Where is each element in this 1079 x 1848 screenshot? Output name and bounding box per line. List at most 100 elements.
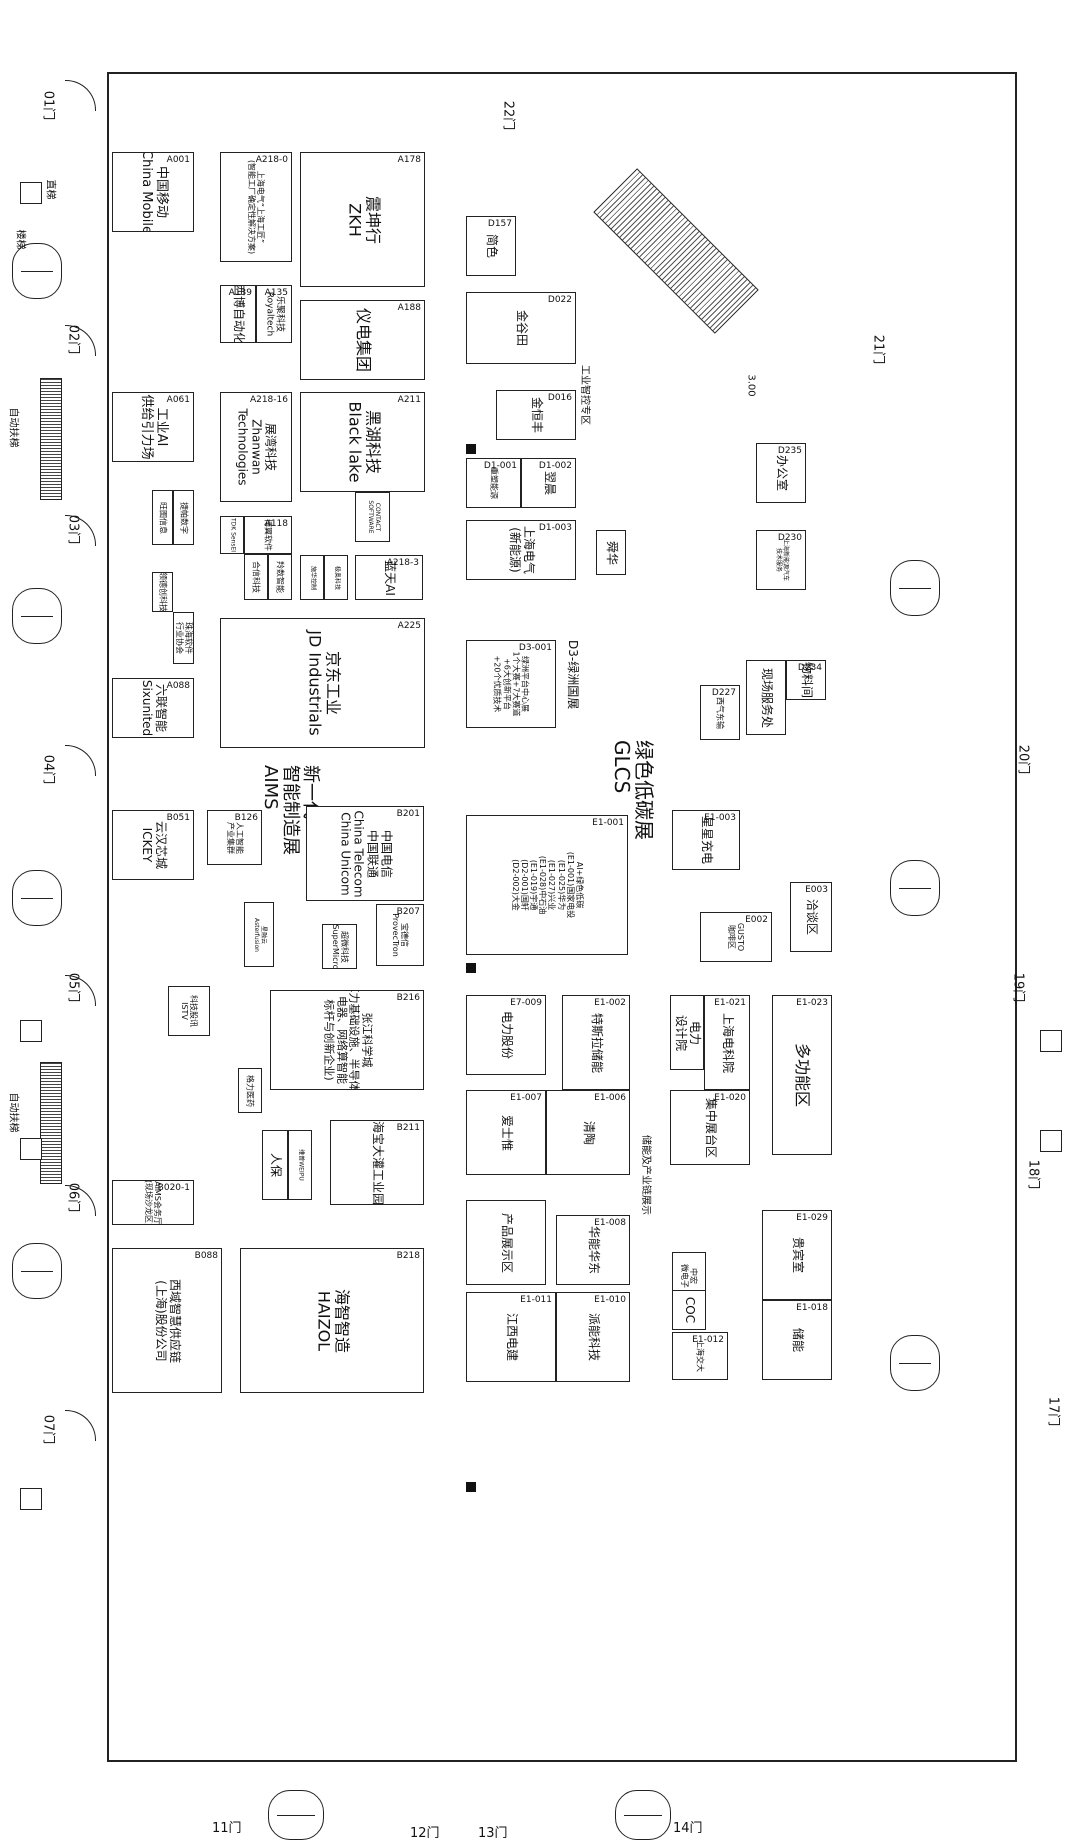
booth-d157[interactable]: D157 简色 bbox=[466, 216, 516, 276]
lift bbox=[20, 1020, 42, 1042]
booth-b218[interactable]: B218 海智智造 HAIZOL bbox=[240, 1248, 424, 1393]
gate-11[interactable]: 11门 bbox=[212, 1821, 242, 1836]
booth-a070[interactable]: 领德创科技 bbox=[152, 572, 173, 612]
booth-a188[interactable]: A188 仪电集团 bbox=[300, 300, 425, 380]
booth-b201[interactable]: B201 中国电信 中国联通 China Telecom China Unico… bbox=[306, 806, 424, 901]
booth-e1-013[interactable]: COC bbox=[672, 1290, 706, 1330]
booth-b158[interactable]: 超微科技 SuperMicro bbox=[322, 924, 357, 969]
booth-e1-008[interactable]: E1-008 华能华东 bbox=[556, 1215, 630, 1285]
booth-a225[interactable]: A225 京东工业 JD Industrials bbox=[220, 618, 425, 748]
booth-d016[interactable]: D016 金恒丰 bbox=[496, 390, 576, 440]
booth-a218-11[interactable]: 极奥科技 bbox=[324, 555, 348, 600]
booth-a115[interactable]: TDK SensEI bbox=[220, 516, 244, 554]
booth-a065[interactable]: 捷帕数字 bbox=[173, 490, 194, 545]
booth-e002[interactable]: E002 GUSTO 咖啡区 bbox=[700, 912, 772, 962]
booth-a001[interactable]: A001 中国移动 China Mobile bbox=[112, 152, 194, 232]
booth-b088[interactable]: B088 西域智慧供应链 (上海)股份公司 bbox=[112, 1248, 222, 1393]
stairs bbox=[890, 1335, 940, 1391]
booth-a120[interactable]: 羚数智能 bbox=[268, 554, 292, 600]
booth-e1-003[interactable]: E1-003 星星充电 bbox=[672, 810, 740, 870]
booth-b126[interactable]: B126 人工智能 产业集群 bbox=[207, 810, 262, 865]
booth-a119[interactable]: 合信科技 bbox=[244, 554, 268, 600]
booth-e1-023[interactable]: E1-023 多功能区 bbox=[772, 995, 832, 1155]
booth-d230[interactable]: D230 上海新能源汽车 技术服务 bbox=[756, 530, 806, 590]
booth-b066[interactable]: 格力医药 bbox=[238, 1068, 262, 1113]
lift bbox=[20, 1488, 42, 1510]
booth-b098[interactable]: 科技股讯 ISTV bbox=[168, 986, 210, 1036]
booth-e1-029[interactable]: E1-029 贵宾室 bbox=[762, 1210, 832, 1300]
booth-d1-005[interactable]: 舜华 bbox=[596, 530, 626, 575]
booth-e1-006[interactable]: E1-006 清陶 bbox=[546, 1090, 630, 1175]
booth-b139[interactable]: 人保 bbox=[262, 1130, 288, 1200]
door-02 bbox=[65, 325, 96, 356]
gate-12[interactable]: 12门 bbox=[410, 1826, 440, 1841]
booth-a218-2[interactable]: CONTACT SOFTWARE bbox=[355, 492, 390, 542]
booth-a118[interactable]: A118 博翼软件 bbox=[244, 516, 292, 554]
gate-19[interactable]: 19门 bbox=[1010, 972, 1026, 1003]
gate-20[interactable]: 20门 bbox=[1015, 744, 1031, 775]
booth-e1-010[interactable]: E1-010 派能科技 bbox=[556, 1292, 630, 1382]
booth-e1-018[interactable]: E1-018 储能 bbox=[762, 1300, 832, 1380]
booth-b216[interactable]: B216 张江科学城 (AI算力基础设施、半导体材料 电器、网络算智能 标杆与创… bbox=[270, 990, 424, 1090]
booth-a178[interactable]: A178 震坤行 ZKH bbox=[300, 152, 425, 287]
booth-b211[interactable]: B211 海宝大灌工业园 bbox=[330, 1120, 424, 1205]
lift bbox=[20, 182, 42, 204]
booth-d3-001[interactable]: D3-001 绿洲平台中心展 1个大赛+7大赛道 +6大创新平台 +20个优质技… bbox=[466, 640, 556, 728]
booth-e1-012[interactable]: E1-012 上海交大 bbox=[672, 1332, 728, 1380]
door-04 bbox=[65, 745, 96, 776]
gate-04[interactable]: 04门 bbox=[40, 754, 56, 785]
booth-d022[interactable]: D022 金谷田 bbox=[466, 292, 576, 364]
booth-e1-011[interactable]: E1-011 江西电建 bbox=[466, 1292, 556, 1382]
gate-17[interactable]: 17门 bbox=[1045, 1396, 1061, 1427]
gate-18[interactable]: 18门 bbox=[1025, 1159, 1041, 1190]
booth-b207[interactable]: B207 宝德信 ProvecTron bbox=[376, 904, 424, 966]
stairs bbox=[890, 560, 940, 616]
booth-b082[interactable]: 星融云 Asterfusion bbox=[244, 902, 274, 967]
booth-e003[interactable]: E003 洽谈区 bbox=[790, 882, 832, 952]
booth-d106[interactable]: 现场服务处 bbox=[746, 660, 786, 735]
booth-d1-001[interactable]: D1-001 重塑能源 bbox=[466, 458, 521, 508]
booth-a218-12[interactable]: 施华控制 bbox=[300, 555, 324, 600]
booth-a135[interactable]: A135 乐聚科技 Royaltech bbox=[256, 285, 292, 343]
gate-22[interactable]: 22门 bbox=[500, 100, 516, 131]
stairs bbox=[615, 1790, 671, 1840]
booth-b051[interactable]: B051 云汉芯城 ICKEY bbox=[112, 810, 194, 880]
gate-01[interactable]: 01门 bbox=[40, 90, 56, 121]
booth-a073[interactable]: 珠海软件 行业协会 bbox=[173, 612, 194, 664]
booth-d234[interactable]: D234 物料间 bbox=[786, 660, 826, 700]
booth-a218-3[interactable]: A218-3 蓝天AI bbox=[355, 555, 423, 600]
booth-e1-022[interactable]: 电力 设计院 bbox=[670, 995, 704, 1070]
stairs bbox=[890, 860, 940, 916]
booth-b020-1[interactable]: B020-1 AIMS会务厅 (现场沙龙区) bbox=[112, 1180, 194, 1225]
booth-d1-003[interactable]: D1-003 上海电气 (新能源) bbox=[466, 520, 576, 580]
door-03 bbox=[65, 515, 96, 546]
gate-21[interactable]: 21门 bbox=[870, 334, 886, 365]
booth-e1-021[interactable]: E1-021 上海电科院 bbox=[704, 995, 750, 1090]
booth-a088[interactable]: A088 六联智能 Sixunited bbox=[112, 678, 194, 738]
booth-a211[interactable]: A211 黑湖科技 Black lake bbox=[300, 392, 425, 492]
booth-a218-16[interactable]: A218-16 展湾科技 Zhanwan Technologies bbox=[220, 392, 292, 502]
booth-a218-0[interactable]: A218-0 上海电气“上海工匠” (智能工厂确定性解决方案) bbox=[220, 152, 292, 262]
door-05 bbox=[65, 975, 96, 1006]
escalator bbox=[40, 1062, 62, 1184]
booth-e7-009[interactable]: E7-009 电力股份 bbox=[466, 995, 546, 1075]
booth-e1-020[interactable]: E1-020 集中展台区 bbox=[670, 1090, 750, 1165]
d3-zone-label: D3-绿洲国展 bbox=[566, 640, 580, 710]
booth-d235[interactable]: D235 办公室 bbox=[756, 443, 806, 503]
escalator-label: 自动扶梯 bbox=[7, 407, 19, 448]
booth-a061[interactable]: A061 工业AI 供给引力场 bbox=[112, 392, 194, 462]
product-display-area[interactable]: 产品展示区 bbox=[466, 1200, 546, 1285]
booth-e1-007[interactable]: E1-007 爱士惟 bbox=[466, 1090, 546, 1175]
gate-07[interactable]: 07门 bbox=[40, 1414, 56, 1445]
booth-e1-002[interactable]: E1-002 特斯拉储能 bbox=[562, 995, 630, 1090]
gate-14[interactable]: 14门 bbox=[673, 1821, 703, 1836]
door-07 bbox=[65, 1410, 96, 1441]
booth-d1-002[interactable]: D1-002 翌晨 bbox=[521, 458, 576, 508]
booth-b138[interactable]: 维普WEIPU bbox=[288, 1130, 312, 1200]
booth-a063[interactable]: 旺图信息 bbox=[152, 490, 173, 545]
booth-a139[interactable]: A139 西博自动化 bbox=[220, 285, 256, 343]
gate-13[interactable]: 13门 bbox=[478, 1826, 508, 1841]
booth-d227[interactable]: D227 西气东输 bbox=[700, 685, 740, 740]
booth-e1-001[interactable]: E1-001 AI+绿色低碳 (E1-001)国家电投 (E1-025)华为 (… bbox=[466, 815, 628, 955]
